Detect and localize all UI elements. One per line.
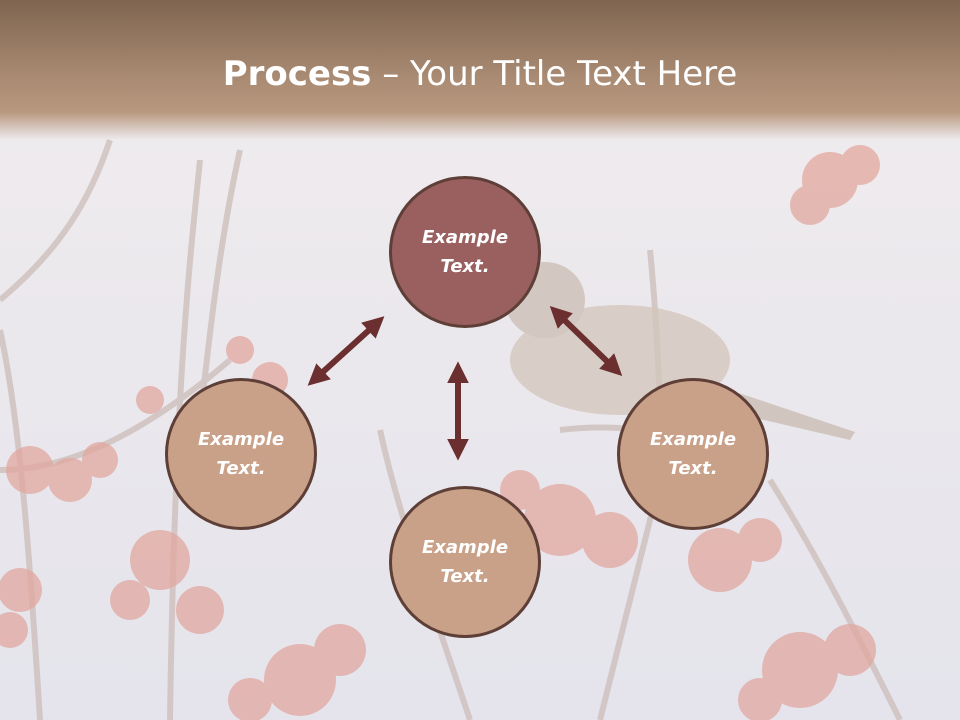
title-banner (0, 0, 960, 140)
node-text-line1: Example (421, 537, 509, 558)
node-text-line2: Text. (440, 256, 490, 277)
node-text-line1: Example (197, 429, 285, 450)
berry-clusters (0, 145, 880, 720)
process-node-left: Example Text. (165, 378, 317, 530)
slide-title: Process – Your Title Text Here (0, 52, 960, 96)
node-text-line1: Example (421, 227, 509, 248)
process-node-top: Example Text. (389, 176, 541, 328)
node-text-line2: Text. (440, 566, 490, 587)
node-text-line2: Text. (668, 458, 718, 479)
node-text-line2: Text. (216, 458, 266, 479)
title-bold: Process (222, 54, 372, 94)
process-node-bottom: Example Text. (389, 486, 541, 638)
process-node-right: Example Text. (617, 378, 769, 530)
node-text-line1: Example (649, 429, 737, 450)
title-rest: – Your Title Text Here (371, 54, 738, 94)
